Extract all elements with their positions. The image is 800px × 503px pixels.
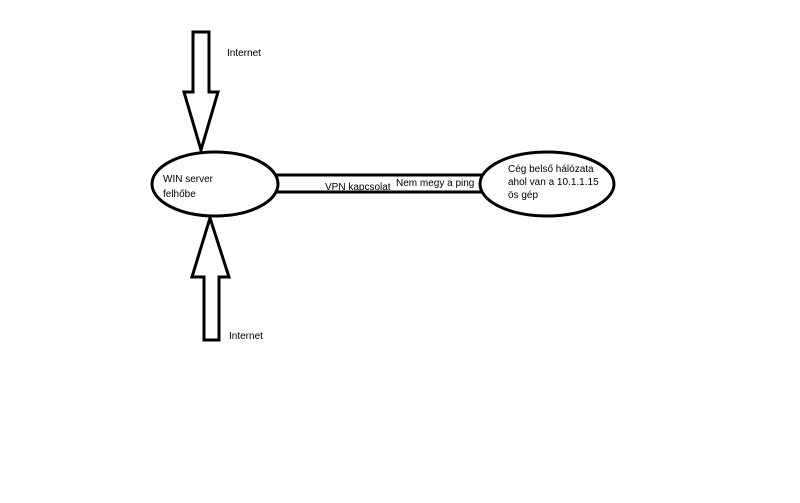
ping-failure-label: Nem megy a ping	[396, 178, 474, 189]
company-lan-label-line2: ahol van a 10.1.1.15	[508, 177, 599, 188]
company-lan-label-line3: ös gép	[508, 190, 538, 201]
company-lan-label-line1: Cég belső hálózata	[508, 164, 594, 175]
company-lan-node	[478, 150, 616, 218]
win-server-node	[150, 150, 280, 218]
internet-label-top: Internet	[227, 48, 261, 59]
vpn-connection-label: VPN kapcsolat	[325, 182, 391, 193]
internet-arrow-top	[181, 30, 221, 156]
internet-label-bottom: Internet	[229, 331, 263, 342]
internet-arrow-bottom	[189, 212, 232, 342]
win-server-label-line2: felhőbe	[163, 189, 196, 200]
win-server-label-line1: WIN server	[163, 174, 214, 185]
